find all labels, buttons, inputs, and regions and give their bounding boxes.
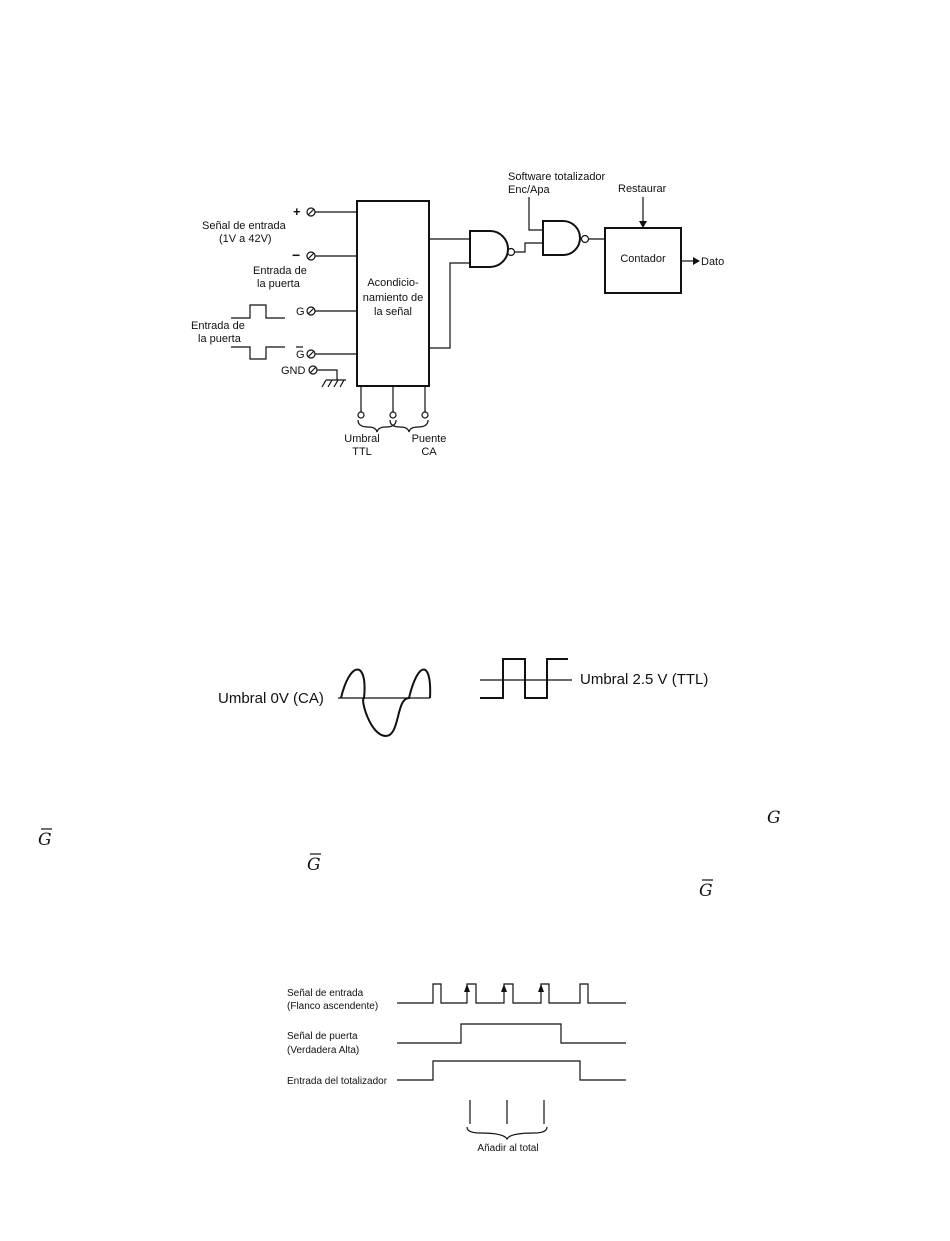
terminal-minus	[306, 251, 316, 261]
data-arrow-icon	[693, 257, 700, 265]
timing-diagram: Señal de entrada (Flanco ascendente) Señ…	[287, 983, 626, 1154]
bridge-ac-label-1: Puente	[412, 433, 447, 445]
conditioning-label-3: la señal	[374, 306, 412, 318]
gate-signal-row-label-2: (Verdadera Alta)	[287, 1045, 359, 1056]
terminal-plus	[306, 207, 316, 217]
nand-gate-2	[542, 220, 581, 256]
terminal-gbar	[306, 349, 316, 359]
rising-edge-arrow-3-icon	[538, 984, 544, 992]
input-range-label: (1V a 42V)	[219, 233, 272, 245]
terminal-g-label: G	[296, 306, 305, 318]
add-total-brace	[466, 1126, 548, 1141]
gate-entry-label-upper-1: Entrada de	[253, 265, 307, 277]
jumper-pin-ttl	[357, 411, 365, 419]
terminal-gnd-label: GND	[281, 365, 306, 377]
gate-entry-label-lower-2: la puerta	[198, 333, 242, 345]
math-gbar-3: G	[699, 881, 713, 901]
nand-gate-1	[469, 230, 509, 268]
conditioning-label-1: Acondicio-	[367, 277, 419, 289]
ttl-square-wave	[480, 658, 568, 699]
counter-label: Contador	[620, 253, 666, 265]
math-gbar-1: G	[38, 830, 52, 850]
threshold-ttl-label-2: TTL	[352, 446, 372, 458]
minus-sign: −	[292, 247, 300, 263]
conditioning-label-2: namiento de	[363, 292, 424, 304]
input-signal-waveform	[397, 983, 626, 1004]
gate-pulse-negative	[231, 346, 285, 360]
totalizer-row-label: Entrada del totalizador	[287, 1076, 388, 1087]
plus-sign: +	[293, 204, 301, 219]
input-signal-row-label-2: (Flanco ascendente)	[287, 1001, 378, 1012]
reset-arrow-icon	[639, 221, 647, 228]
ac-threshold-label: Umbral 0V (CA)	[218, 690, 324, 707]
nand-gate-2-bubble	[580, 234, 590, 244]
math-g: G	[767, 808, 781, 828]
rising-edge-arrow-1-icon	[464, 984, 470, 992]
threshold-waveforms: Umbral 0V (CA) Umbral 2.5 V (TTL)	[218, 658, 708, 738]
rising-edge-arrow-2-icon	[501, 984, 507, 992]
math-gbar-2: G	[307, 855, 321, 875]
brace-ac	[389, 419, 429, 433]
input-signal-label: Señal de entrada	[202, 220, 287, 232]
jumper-pin-common	[389, 411, 397, 419]
totalizer-waveform	[397, 1060, 626, 1081]
block-diagram: Señal de entrada (1V a 42V) + − Entrada …	[191, 171, 724, 458]
gate-pulse-positive	[231, 304, 285, 319]
add-total-label: Añadir al total	[477, 1143, 538, 1154]
terminal-gbar-label: G	[296, 349, 305, 361]
ac-sine-wave	[340, 668, 432, 738]
data-out-label: Dato	[701, 256, 724, 268]
brace-ttl	[357, 419, 397, 433]
bridge-ac-label-2: CA	[421, 446, 437, 458]
gate-signal-row-label-1: Señal de puerta	[287, 1031, 358, 1042]
gate-entry-label-upper-2: la puerta	[257, 278, 301, 290]
threshold-ttl-label-1: Umbral	[344, 433, 379, 445]
software-on-off-label: Enc/Apa	[508, 184, 550, 196]
ttl-threshold-label: Umbral 2.5 V (TTL)	[580, 671, 708, 688]
reset-label: Restaurar	[618, 183, 667, 195]
terminal-g	[306, 306, 316, 316]
signal-conditioning-block	[356, 200, 430, 387]
terminal-gnd	[308, 365, 318, 375]
jumper-pin-ac	[421, 411, 429, 419]
gate-signal-waveform	[397, 1023, 626, 1044]
software-totalizer-label: Software totalizador	[508, 171, 606, 183]
inline-math-symbols: G G G G	[38, 808, 781, 901]
gate-entry-label-lower-1: Entrada de	[191, 320, 245, 332]
input-signal-row-label-1: Señal de entrada	[287, 988, 364, 999]
